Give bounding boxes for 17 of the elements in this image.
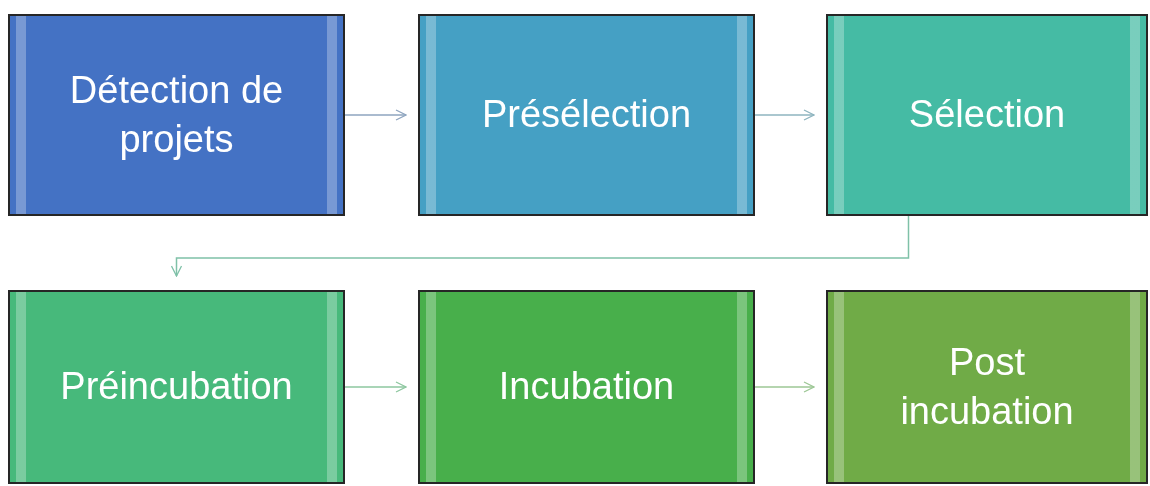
process-box: [826, 14, 1148, 216]
step-label: Préincubation: [60, 364, 293, 410]
arrow: [754, 109, 815, 121]
step-label: Sélection: [908, 92, 1066, 138]
process-box: [418, 290, 755, 484]
arrow: [344, 381, 407, 393]
step-label: Détection de projets: [68, 67, 285, 162]
process-box: [826, 290, 1148, 484]
process-box: [418, 14, 755, 216]
arrow: [344, 109, 407, 121]
step-label: Présélection: [481, 92, 692, 138]
arrow: [170, 215, 910, 277]
process-box: [8, 290, 345, 484]
process-box: [8, 14, 345, 216]
step-label: Post incubation: [899, 339, 1075, 434]
arrow: [754, 381, 815, 393]
step-label: Incubation: [498, 364, 675, 410]
